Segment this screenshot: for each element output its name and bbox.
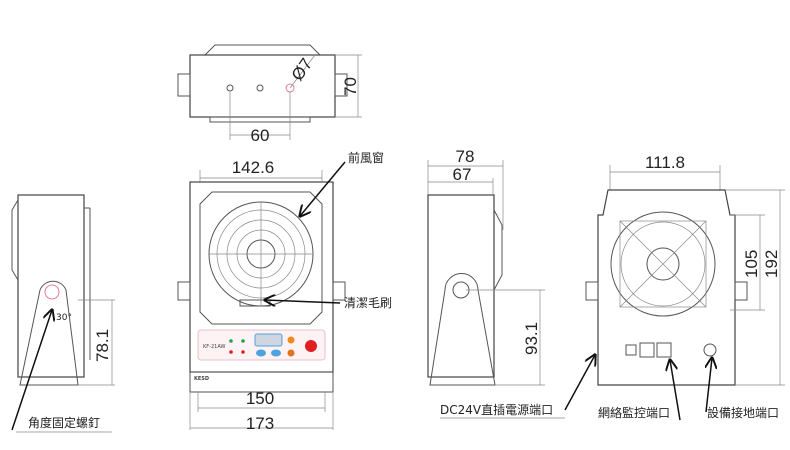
top-view: 60 Ø7 70 bbox=[177, 44, 362, 145]
brand-logo: KESD bbox=[194, 376, 209, 382]
hole bbox=[226, 84, 234, 92]
dim-150: 150 bbox=[246, 389, 274, 408]
power-port bbox=[625, 344, 637, 356]
front-view: 142.6 KF-21AW KESD 150 173 bbox=[177, 150, 392, 433]
front-window-frame bbox=[199, 191, 323, 325]
dim-93-1: 93.1 bbox=[522, 322, 541, 355]
led-green bbox=[241, 339, 245, 343]
button-blue[interactable] bbox=[256, 349, 266, 357]
dim-70: 70 bbox=[341, 77, 360, 96]
callout-angle-screw: 角度固定螺釘 bbox=[28, 415, 100, 430]
dim-192: 192 bbox=[762, 250, 781, 278]
dim-67: 67 bbox=[453, 165, 472, 184]
dim-105: 105 bbox=[742, 250, 761, 278]
led-red bbox=[229, 350, 233, 354]
display bbox=[254, 333, 283, 347]
dim-78-1: 78.1 bbox=[93, 329, 112, 362]
dim-142-6: 142.6 bbox=[232, 158, 275, 177]
button-blue[interactable] bbox=[271, 349, 281, 357]
led-green bbox=[229, 339, 233, 343]
callout-cleaning-brush: 清潔毛刷 bbox=[344, 296, 392, 310]
right-side-view: 78 67 93.1 bbox=[427, 147, 545, 386]
callout-ground-port: 設備接地端口 bbox=[707, 405, 779, 420]
left-side-view: 30° 78.1 角度固定螺釘 bbox=[11, 194, 115, 433]
button-orange[interactable] bbox=[287, 349, 295, 357]
led-red bbox=[241, 350, 245, 354]
network-port-1 bbox=[639, 342, 655, 358]
dim-60: 60 bbox=[251, 126, 270, 145]
fan-guard-top bbox=[204, 44, 321, 56]
knob-right bbox=[334, 73, 348, 97]
button-orange[interactable] bbox=[287, 336, 295, 344]
dim-173: 173 bbox=[246, 414, 274, 433]
model-label: KF-21AW bbox=[203, 344, 225, 350]
power-button[interactable] bbox=[305, 340, 317, 352]
network-port-2 bbox=[656, 342, 672, 358]
hole bbox=[256, 84, 264, 92]
callout-network-port: 網絡監控端口 bbox=[598, 405, 670, 420]
knob-left bbox=[177, 73, 191, 97]
angle-label: 30° bbox=[56, 313, 72, 323]
back-view: 111.8 105 192 DC24V直插電源端口 網絡監控端口 設備接地端口 bbox=[440, 153, 785, 421]
dim-111-8: 111.8 bbox=[645, 153, 685, 172]
callout-power-port: DC24V直插電源端口 bbox=[440, 403, 553, 417]
callout-front-window: 前風窗 bbox=[348, 150, 384, 165]
dim-78: 78 bbox=[456, 147, 475, 166]
